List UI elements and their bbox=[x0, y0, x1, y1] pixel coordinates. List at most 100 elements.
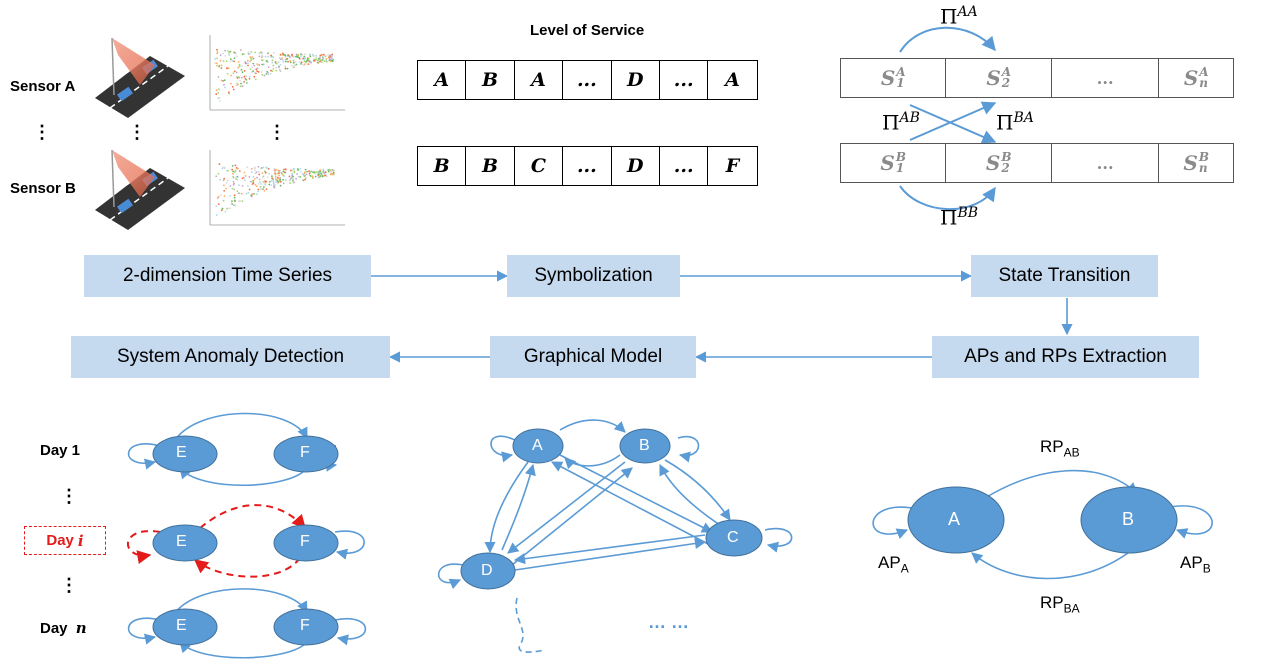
scatter-dot bbox=[219, 59, 222, 62]
scatter-dot bbox=[256, 176, 258, 179]
scatter-dot bbox=[308, 60, 311, 63]
scatter-dot bbox=[255, 171, 258, 174]
scatter-dot bbox=[282, 182, 285, 185]
aps-rps-extraction-box: APs and RPs Extraction bbox=[932, 336, 1199, 378]
scatter-dot bbox=[217, 203, 220, 206]
scatter-dot bbox=[298, 61, 301, 63]
scatter-dot bbox=[238, 192, 241, 195]
scatter-dot bbox=[275, 66, 277, 69]
scatter-dot bbox=[302, 57, 305, 60]
scatter-dot bbox=[221, 207, 224, 210]
sensor-a-road-image bbox=[95, 37, 185, 118]
scatter-dot bbox=[228, 53, 231, 56]
scatter-dot bbox=[227, 50, 229, 52]
scatter-dot bbox=[293, 169, 295, 171]
scatter-dot bbox=[243, 75, 246, 78]
scatter-dot bbox=[324, 171, 327, 174]
pi-aa-arrow bbox=[899, 26, 996, 53]
scatter-dot bbox=[255, 68, 258, 71]
scatter-dot bbox=[287, 60, 289, 63]
scatter-dot bbox=[243, 81, 246, 83]
scatter-dot bbox=[328, 57, 331, 60]
scatter-dot bbox=[239, 49, 242, 51]
scatter-dot bbox=[257, 71, 260, 73]
pi-ba-arrow bbox=[909, 101, 997, 141]
sensor-a-scatter-plot bbox=[200, 30, 350, 120]
scatter-dot bbox=[224, 49, 227, 52]
scatter-dot bbox=[313, 55, 315, 57]
scatter-dot bbox=[240, 68, 243, 71]
scatter-dot bbox=[310, 61, 312, 64]
day-i-label: Day i bbox=[24, 526, 106, 555]
los-row-b: B B C ... D ... F bbox=[417, 146, 758, 186]
scatter-dot bbox=[258, 173, 261, 176]
scatter-dot bbox=[330, 172, 332, 175]
scatter-dot bbox=[304, 174, 306, 177]
scatter-dot bbox=[259, 181, 261, 183]
scatter-dot bbox=[247, 51, 250, 54]
scatter-dot bbox=[292, 175, 294, 178]
scatter-dot bbox=[252, 57, 255, 60]
scatter-dot bbox=[223, 79, 226, 82]
scatter-dot bbox=[248, 77, 251, 80]
scatter-dot bbox=[318, 171, 321, 174]
scatter-dot bbox=[264, 171, 267, 174]
scatter-dot bbox=[265, 73, 268, 75]
sensor-b-label: Sensor B bbox=[10, 180, 76, 197]
scatter-dot bbox=[318, 60, 321, 63]
scatter-dot bbox=[326, 60, 329, 63]
scatter-dot bbox=[233, 60, 236, 63]
scatter-dot bbox=[317, 59, 319, 62]
scatter-dot bbox=[215, 93, 218, 96]
scatter-dot bbox=[313, 59, 316, 62]
scatter-dot bbox=[249, 60, 251, 63]
scatter-dot bbox=[280, 58, 282, 61]
scatter-dot bbox=[261, 59, 263, 62]
scatter-dot bbox=[286, 54, 289, 57]
scatter-dot bbox=[232, 175, 235, 178]
dayi-node-e: E bbox=[176, 533, 187, 550]
scatter-dot bbox=[258, 178, 261, 181]
scatter-dot bbox=[248, 176, 251, 178]
scatter-dot bbox=[299, 168, 302, 170]
sensor-b-scatter-plot bbox=[200, 145, 350, 235]
scatter-dot bbox=[267, 52, 269, 55]
scatter-dot bbox=[263, 190, 266, 192]
scatter-dot bbox=[254, 51, 256, 54]
scatter-dot bbox=[258, 171, 260, 173]
scatter-dot bbox=[250, 171, 253, 174]
scatter-dot bbox=[302, 179, 305, 182]
scatter-dot bbox=[241, 185, 244, 187]
scatter-dot bbox=[321, 59, 324, 61]
scatter-dot bbox=[327, 169, 330, 171]
scatter-dot bbox=[329, 169, 332, 172]
scatter-dot bbox=[249, 56, 252, 58]
scatter-dot bbox=[268, 181, 271, 183]
scatter-dot bbox=[239, 79, 242, 82]
scatter-dot bbox=[290, 169, 293, 172]
scatter-dot bbox=[248, 75, 251, 78]
dayi-node-f: F bbox=[300, 533, 310, 550]
scatter-dot bbox=[289, 61, 292, 64]
dayn-node-e: E bbox=[176, 617, 187, 634]
scatter-dot bbox=[277, 169, 280, 172]
scatter-dot bbox=[299, 170, 302, 173]
scatter-dot bbox=[243, 171, 246, 174]
scatter-dot bbox=[244, 179, 246, 182]
scatter-dot bbox=[272, 182, 275, 185]
scatter-dot bbox=[257, 190, 259, 193]
scatter-dot bbox=[216, 197, 219, 199]
los-cell: A bbox=[725, 69, 740, 91]
scatter-dot bbox=[232, 88, 235, 91]
scatter-dot bbox=[229, 185, 232, 187]
scatter-dot bbox=[329, 54, 331, 57]
scatter-dot bbox=[297, 55, 299, 57]
scatter-dot bbox=[281, 57, 283, 59]
scatter-dot bbox=[256, 193, 258, 196]
scatter-dot bbox=[272, 179, 275, 182]
scatter-dot bbox=[285, 58, 287, 61]
pi-ab-arrow bbox=[909, 104, 997, 144]
scatter-dot bbox=[239, 200, 242, 202]
